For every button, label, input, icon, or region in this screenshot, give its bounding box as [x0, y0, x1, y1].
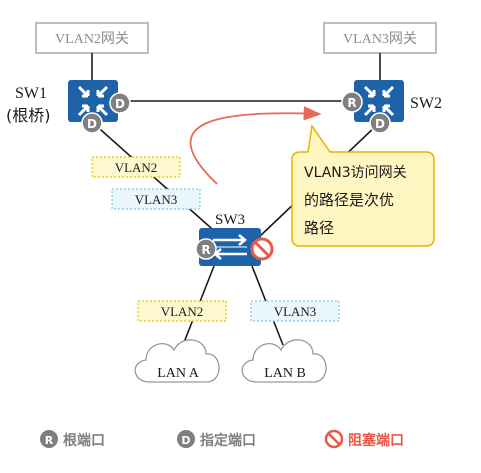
callout-line1: VLAN3访问网关: [304, 165, 407, 181]
switch-sw2: [354, 80, 404, 122]
legend-designated-port-label: 指定端口: [200, 432, 256, 449]
port-letter: D: [115, 97, 125, 111]
sw1-designated-port-down: D: [81, 112, 103, 134]
legend-root-port-label: 根端口: [63, 432, 105, 449]
vlan3-tag-lower-label: VLAN3: [274, 304, 317, 319]
sw2-name: SW2: [410, 95, 442, 112]
vlan3-tag-upper: VLAN3: [111, 188, 201, 210]
legend-designated-port: D 指定端口: [177, 430, 256, 449]
suboptimal-path-arrow: [189, 106, 322, 185]
gateway-vlan2: VLAN2网关: [35, 22, 149, 54]
vlan2-tag-lower-label: VLAN2: [161, 304, 204, 319]
legend-blocked-port: 阻塞端口: [324, 429, 404, 449]
legend-root-port: R 根端口: [40, 430, 105, 449]
link-sw1-sw3: [91, 121, 221, 237]
vlan3-tag-lower: VLAN3: [250, 300, 340, 322]
port-letter: R: [347, 96, 356, 110]
gateway-vlan2-label: VLAN2网关: [55, 31, 129, 47]
lan-a-label: LAN A: [157, 366, 200, 381]
sw2-root-port: R: [341, 91, 363, 113]
sw1-role: (根桥): [6, 106, 51, 125]
sw1-name: SW1: [15, 85, 47, 102]
callout-line2: 的路径是次优: [304, 191, 394, 209]
port-letter: D: [375, 117, 385, 131]
lan-a-cloud: LAN A: [134, 339, 220, 383]
switch-sw1: [68, 80, 118, 122]
switch-sw3: [199, 228, 261, 266]
vlan3-tag-upper-label: VLAN3: [135, 192, 178, 207]
sw2-designated-port: D: [369, 112, 391, 134]
sw3-name: SW3: [215, 212, 245, 228]
port-letter: D: [181, 434, 190, 447]
gateway-vlan3-label: VLAN3网关: [343, 31, 417, 47]
sw1-designated-port: D: [109, 92, 131, 114]
vlan2-tag-upper: VLAN2: [91, 156, 181, 178]
lan-b-label: LAN B: [264, 366, 306, 381]
suboptimal-path-callout: VLAN3访问网关 的路径是次优 路径: [291, 124, 435, 247]
gateway-vlan3: VLAN3网关: [323, 22, 437, 54]
sw3-blocked-port-icon: [250, 237, 274, 261]
port-letter: R: [45, 434, 54, 447]
vlan2-tag-upper-label: VLAN2: [115, 160, 158, 175]
port-letter: R: [201, 243, 210, 257]
sw3-root-port: R: [195, 238, 217, 260]
vlan2-tag-lower: VLAN2: [137, 300, 227, 322]
legend-blocked-port-label: 阻塞端口: [348, 432, 404, 449]
legend: R 根端口 D 指定端口 阻塞端口: [40, 429, 404, 449]
callout-line3: 路径: [304, 219, 334, 237]
port-letter: D: [87, 117, 97, 131]
lan-b-cloud: LAN B: [241, 339, 327, 383]
